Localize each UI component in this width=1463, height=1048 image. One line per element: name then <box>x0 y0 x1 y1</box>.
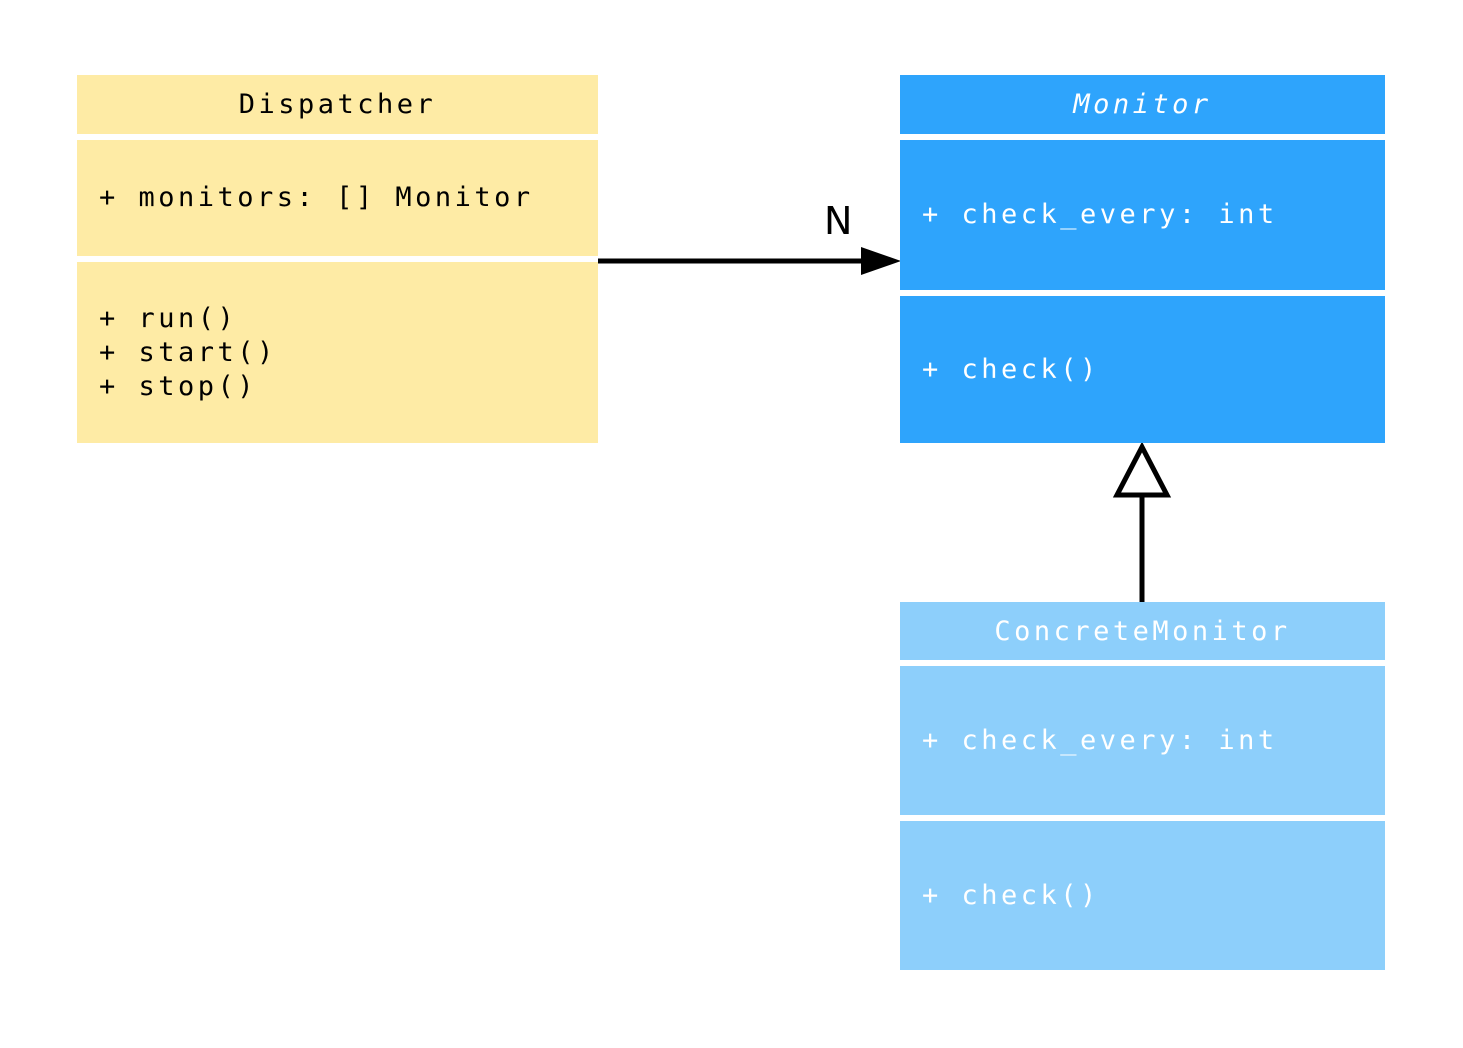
attribute-line: + check_every: int <box>922 724 1278 756</box>
method-line: + run() <box>99 302 238 334</box>
inheritance-triangle-icon <box>1112 441 1172 498</box>
methods-section-monitor: + check() <box>900 296 1385 443</box>
attribute-line: + monitors: [] Monitor <box>99 182 534 213</box>
methods-section-concrete-monitor: + check() <box>900 821 1385 970</box>
association-dispatcher-monitor <box>598 247 901 275</box>
class-node-monitor: Monitor + check_every: int + check() <box>900 75 1385 443</box>
methods-section-dispatcher: + run() + start() + stop() <box>77 262 598 443</box>
class-node-dispatcher: Dispatcher + monitors: [] Monitor + run(… <box>77 75 598 443</box>
class-node-concrete-monitor: ConcreteMonitor + check_every: int + che… <box>900 602 1385 970</box>
attributes-section-concrete-monitor: + check_every: int <box>900 666 1385 815</box>
class-name-monitor: Monitor <box>900 75 1385 134</box>
attribute-line: + check_every: int <box>922 199 1278 230</box>
attributes-section-dispatcher: + monitors: [] Monitor <box>77 140 598 256</box>
class-name-concrete-monitor: ConcreteMonitor <box>900 602 1385 660</box>
method-line: + check() <box>922 353 1100 385</box>
association-multiplicity-label: N <box>824 199 853 243</box>
association-arrowhead <box>861 247 901 275</box>
method-line: + check() <box>922 879 1100 911</box>
method-line: + stop() <box>99 370 258 402</box>
inheritance-concretemonitor-monitor <box>1112 441 1172 602</box>
method-line: + start() <box>99 336 277 368</box>
attributes-section-monitor: + check_every: int <box>900 140 1385 290</box>
class-name-dispatcher: Dispatcher <box>77 75 598 134</box>
